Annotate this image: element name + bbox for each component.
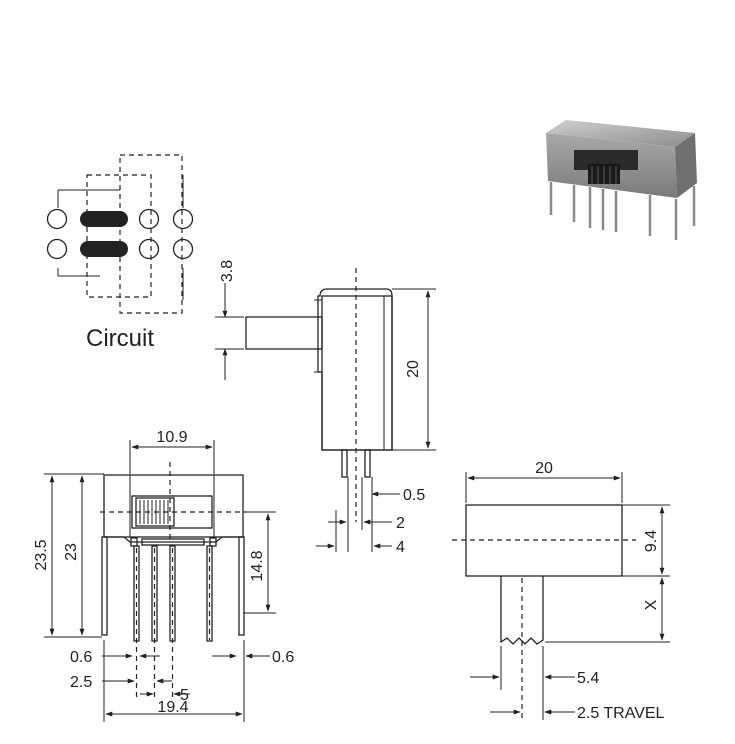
circuit-outer-dash (119, 154, 183, 314)
terminal-circle (172, 238, 194, 260)
dim-length: 20 (535, 460, 553, 477)
side-view: 3.8 20 0.5 2 4 (215, 260, 436, 556)
dim-pin-row: 4 (396, 539, 405, 556)
dim-pin-left: 0.6 (70, 649, 92, 666)
side-pin (341, 449, 348, 478)
front-body (103, 474, 244, 538)
dim-body-height: 23 (63, 543, 80, 561)
dim-width-front: 19.4 (157, 699, 188, 716)
terminal-circle (172, 208, 194, 230)
dim-top-width: 10.9 (156, 429, 187, 446)
dim-span: 5 (180, 687, 189, 704)
side-body-inner (321, 295, 393, 451)
circuit-schematic: Circuit (46, 154, 194, 352)
slider-contact (80, 241, 128, 257)
terminal-circle (46, 238, 68, 260)
dim-pitch-front: 2.5 (70, 674, 92, 691)
side-pin (364, 449, 371, 478)
dim-height: 20 (405, 360, 422, 378)
front-actuator (131, 495, 213, 529)
front-pin (101, 536, 108, 636)
front-view: 10.9 23.5 23 14.8 0.6 0.6 2.5 5 19.4 (33, 429, 294, 722)
side-actuator (245, 316, 323, 350)
front-pin (206, 545, 213, 642)
terminal-circle (138, 238, 160, 260)
dim-pin: 0.5 (403, 487, 425, 504)
dim-total-height: 23.5 (33, 539, 50, 570)
dim-knob-width: 5.4 (577, 670, 599, 687)
slider-contact (80, 211, 128, 227)
terminal-circle (138, 208, 160, 230)
circuit-caption: Circuit (86, 325, 154, 352)
dim-pitch: 2 (396, 515, 405, 532)
dim-pin-right: 0.6 (272, 649, 294, 666)
circuit-inner-dash (86, 174, 152, 298)
terminal-circle (46, 208, 68, 230)
front-pin (238, 536, 245, 636)
dim-knob: X (643, 599, 660, 610)
dim-pin-length: 14.8 (249, 550, 266, 581)
dim-width-top: 9.4 (643, 530, 660, 552)
top-view: 20 9.4 X 5.4 2.5 TRAVEL (452, 460, 670, 722)
dim-actuator: 3.8 (219, 260, 236, 282)
side-body (317, 288, 393, 451)
dim-travel: 2.5 TRAVEL (577, 705, 665, 722)
product-photo (546, 120, 697, 240)
